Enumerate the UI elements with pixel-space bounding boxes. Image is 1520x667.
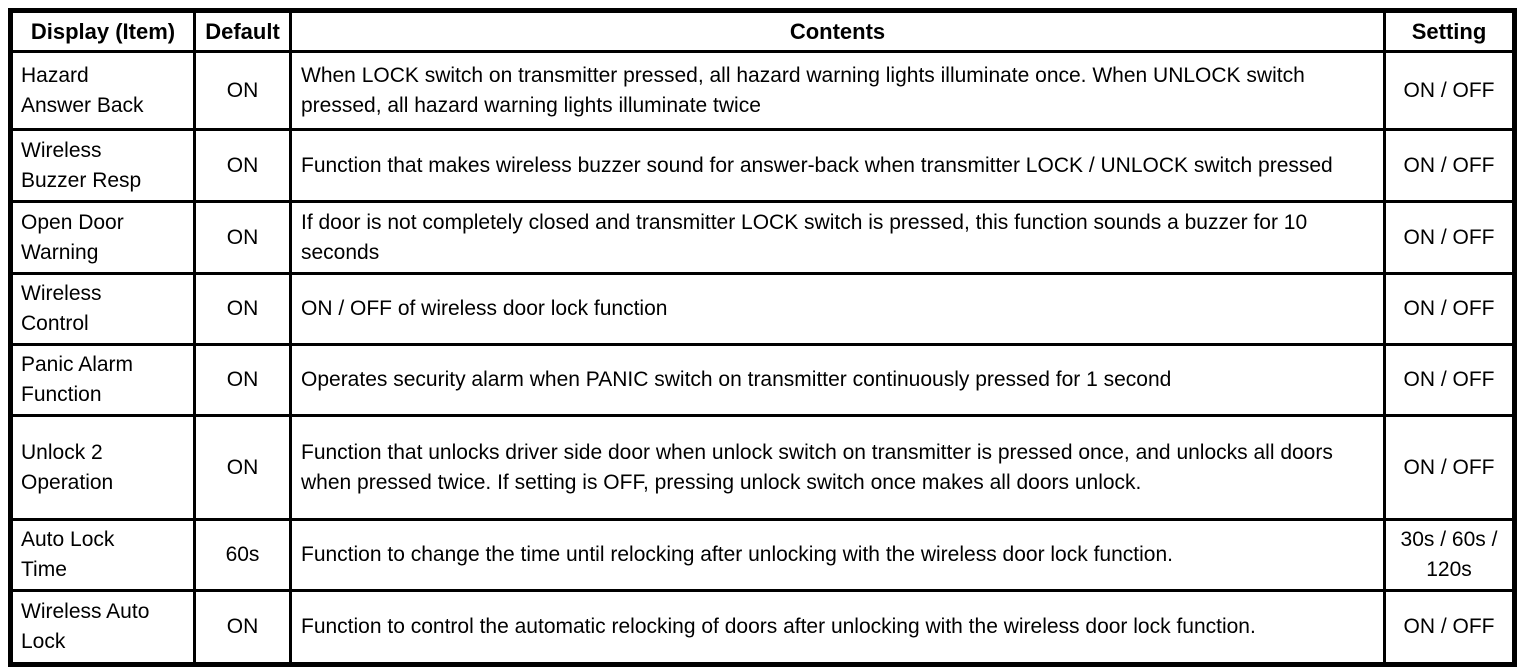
cell-setting: ON / OFF — [1383, 343, 1516, 418]
cell-setting: ON / OFF — [1383, 50, 1516, 132]
cell-default: ON — [193, 50, 292, 132]
cell-setting: ON / OFF — [1383, 414, 1516, 522]
customization-settings-table: Display (Item) Default Contents Setting … — [8, 8, 1517, 667]
header-contents: Contents — [289, 8, 1386, 54]
header-setting: Setting — [1383, 8, 1516, 54]
cell-display-item: Wireless Buzzer Resp — [9, 128, 196, 204]
cell-setting: ON / OFF — [1383, 588, 1516, 666]
cell-contents: Operates security alarm when PANIC switc… — [289, 343, 1386, 418]
cell-contents: Function to change the time until relock… — [289, 518, 1386, 592]
cell-default: ON — [193, 343, 292, 418]
cell-default: ON — [193, 128, 292, 204]
cell-default: ON — [193, 414, 292, 522]
header-default: Default — [193, 8, 292, 54]
cell-contents: ON / OFF of wireless door lock function — [289, 272, 1386, 347]
cell-default: 60s — [193, 518, 292, 592]
cell-contents: Function to control the automatic relock… — [289, 588, 1386, 666]
cell-setting: ON / OFF — [1383, 272, 1516, 347]
cell-setting: 30s / 60s / 120s — [1383, 518, 1516, 592]
cell-contents: Function that makes wireless buzzer soun… — [289, 128, 1386, 204]
header-row: Display (Item) Default Contents Setting — [9, 8, 1516, 54]
cell-setting: ON / OFF — [1383, 200, 1516, 276]
cell-display-item: Hazard Answer Back — [9, 50, 196, 132]
cell-display-item: Auto Lock Time — [9, 518, 196, 592]
cell-default: ON — [193, 272, 292, 347]
cell-display-item: Open Door Warning — [9, 200, 196, 276]
cell-contents: When LOCK switch on transmitter pressed,… — [289, 50, 1386, 132]
cell-display-item: Panic Alarm Function — [9, 343, 196, 418]
cell-setting: ON / OFF — [1383, 128, 1516, 204]
table-header: Display (Item) Default Contents Setting — [9, 8, 1516, 54]
cell-display-item: Wireless Control — [9, 272, 196, 347]
cell-default: ON — [193, 588, 292, 666]
cell-display-item: Wireless Auto Lock — [9, 588, 196, 666]
cell-default: ON — [193, 200, 292, 276]
cell-display-item: Unlock 2 Operation — [9, 414, 196, 522]
cell-contents: Function that unlocks driver side door w… — [289, 414, 1386, 522]
cell-contents: If door is not completely closed and tra… — [289, 200, 1386, 276]
header-display-item: Display (Item) — [9, 8, 196, 54]
